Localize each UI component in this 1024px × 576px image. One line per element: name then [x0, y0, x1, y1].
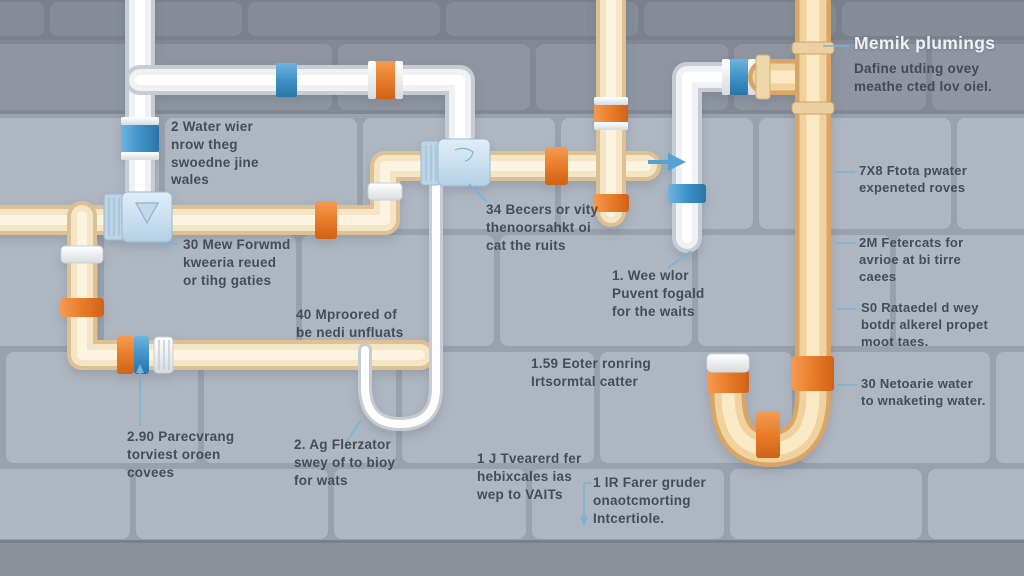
annotation-wee-wlor: 1. Wee wlor Puvent fogald for the waits	[612, 268, 705, 319]
orange-coupling	[117, 336, 134, 374]
annotation-mew-forwmd: 30 Mew Forwmd kweeria reued or tihg gati…	[183, 237, 291, 288]
blue-coupling	[134, 336, 149, 374]
annotation-netoarie: 30 Netoarie water to wnaketing water.	[861, 376, 986, 409]
orange-coupling	[315, 201, 337, 239]
white-pipe-network	[121, 0, 475, 223]
blue-coupling	[722, 59, 756, 95]
valve-fitting-lower	[103, 191, 173, 243]
annotation-eoter: 1.59 Eoter ronring Irtsormtal catter	[531, 356, 652, 389]
orange-coupling	[756, 412, 780, 458]
annotation-rataedel: S0 Rataedel d wey botdr alkerel propet m…	[861, 300, 989, 350]
diagram-title: Memik plumings	[854, 33, 996, 53]
annotation-parecvrang: 2.90 Parecvrang torviest oroen covees	[127, 429, 235, 480]
orange-coupling	[792, 356, 834, 391]
leader-lines	[136, 45, 857, 526]
annotation-ftota: 7X8 Ftota pwater expeneted roves	[859, 163, 968, 196]
white-pipe-right-network	[668, 59, 773, 253]
annotation-flerzator: 2. Ag Flerzator swey of to bioy for wats	[294, 437, 396, 488]
flow-arrow-icon	[648, 153, 686, 171]
orange-end-ring	[593, 194, 629, 212]
tan-pipe-network	[706, 0, 835, 467]
annotation-fetercats: 2M Fetercats for avrioe at bi tirre caee…	[859, 235, 964, 285]
blue-coupling	[121, 117, 159, 160]
white-ribbed-collar	[153, 336, 174, 374]
white-collar	[60, 245, 104, 264]
blue-coupling	[668, 184, 706, 203]
white-collar	[367, 182, 403, 201]
orange-coupling	[594, 97, 628, 130]
annotation-tvearerd: 1 J Tvearerd fer hebixcales ias wep to V…	[477, 451, 582, 502]
diagram-subtitle: Dafine utding ovey meathe cted lov oiel.	[854, 61, 993, 94]
orange-coupling	[368, 61, 403, 99]
orange-coupling	[545, 147, 568, 185]
valve-fitting-upper	[420, 138, 491, 187]
orange-coupling	[60, 298, 104, 317]
thin-trap-pipe	[358, 169, 443, 432]
blue-coupling	[276, 63, 297, 97]
annotation-becers: 34 Becers or vity thenoorsahkt oi cat th…	[486, 202, 599, 253]
annotation-farer-gruder: 1 lR Farer gruder onaotcmorting Intcerti…	[593, 475, 707, 526]
tan-tee-flange	[791, 41, 835, 115]
orange-coupling	[707, 371, 749, 393]
annotation-water-line: 2 Water wier nrow theg swoedne jine wale…	[171, 119, 259, 188]
cream-pipe-network	[0, 0, 661, 374]
cream-socket	[755, 54, 771, 100]
white-end-cap	[706, 353, 750, 373]
annotation-mproored: 40 Mproored of be nedi unfluats	[296, 307, 404, 340]
